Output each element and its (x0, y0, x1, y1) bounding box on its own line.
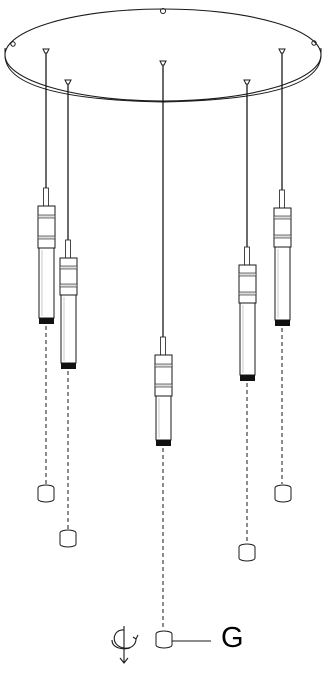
fixture-bottom-ring (275, 320, 290, 326)
fixture-body-upper (238, 264, 257, 304)
fixture-body-upper (273, 207, 292, 248)
cord-grip (244, 246, 250, 266)
end-cap-icon (155, 630, 173, 649)
right-screw-icon (311, 40, 317, 46)
cord-anchor-icon (42, 48, 50, 54)
pendant-5 (273, 48, 292, 503)
cord-anchor-icon (64, 79, 72, 85)
fixture-body-upper (37, 205, 56, 249)
end-cap-icon (37, 484, 55, 503)
fixture-bottom-ring (156, 440, 171, 446)
cord-anchor-icon (243, 79, 251, 85)
fixture-tube (60, 294, 77, 364)
cord-grip (65, 239, 71, 259)
pendant-4 (238, 79, 257, 562)
fixture-tube (155, 395, 172, 441)
rotate-icon (111, 626, 139, 664)
cord-anchor-icon (278, 48, 286, 54)
fixture-bottom-ring (61, 363, 76, 369)
fixture-tube (239, 302, 256, 376)
cord-grip (160, 336, 166, 356)
fixture-tube (274, 246, 291, 321)
fixture-bottom-ring (39, 318, 54, 324)
pendant-3 (154, 60, 173, 649)
fixture-bottom-ring (240, 375, 255, 381)
pendant-2 (59, 79, 78, 548)
cord-grip (279, 189, 285, 209)
end-cap-icon (59, 529, 77, 548)
cord-grip (43, 187, 49, 207)
left-screw-icon (10, 41, 16, 47)
end-cap-icon (274, 484, 292, 503)
center-screw-icon (160, 8, 166, 14)
cord-anchor-icon (159, 60, 167, 66)
ceiling-canopy (4, 8, 322, 103)
end-cap-icon (238, 543, 256, 562)
fixture-tube (38, 247, 55, 319)
pendant-1 (37, 48, 56, 503)
fixture-body-upper (154, 354, 173, 397)
fixture-body-upper (59, 257, 78, 296)
callout-label-g: G (221, 622, 244, 654)
